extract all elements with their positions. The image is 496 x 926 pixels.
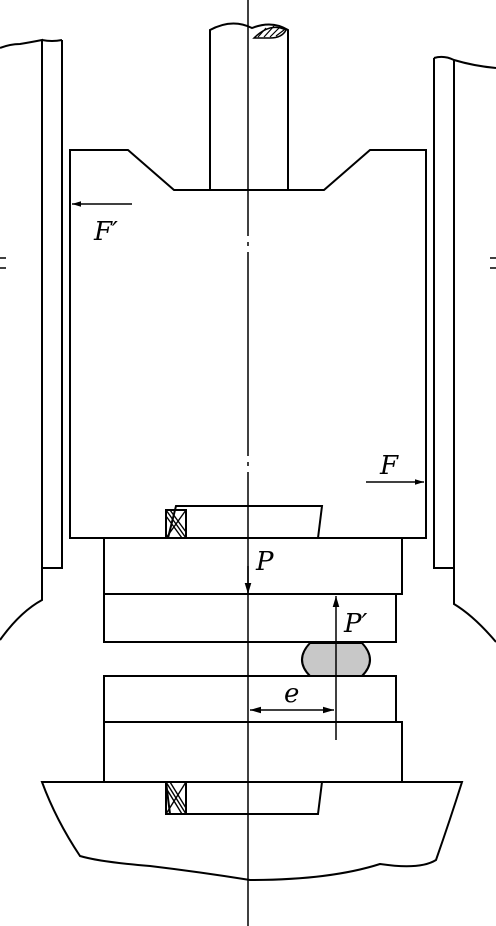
right-guide-column [433,55,496,643]
lower-block-1 [103,675,397,723]
upper-block-1 [103,537,403,595]
lower-block-2 [103,721,403,783]
lower-key [165,781,187,815]
left-guide-column [0,38,63,641]
label-p: P [255,547,274,577]
piston-rod [209,22,289,190]
label-e: e [284,679,299,709]
label-f-prime: F′ [93,217,118,247]
lower-platen [40,781,464,882]
label-p-prime: P′ [343,609,367,639]
label-f: F [379,451,399,481]
upper-block-2 [103,593,397,643]
